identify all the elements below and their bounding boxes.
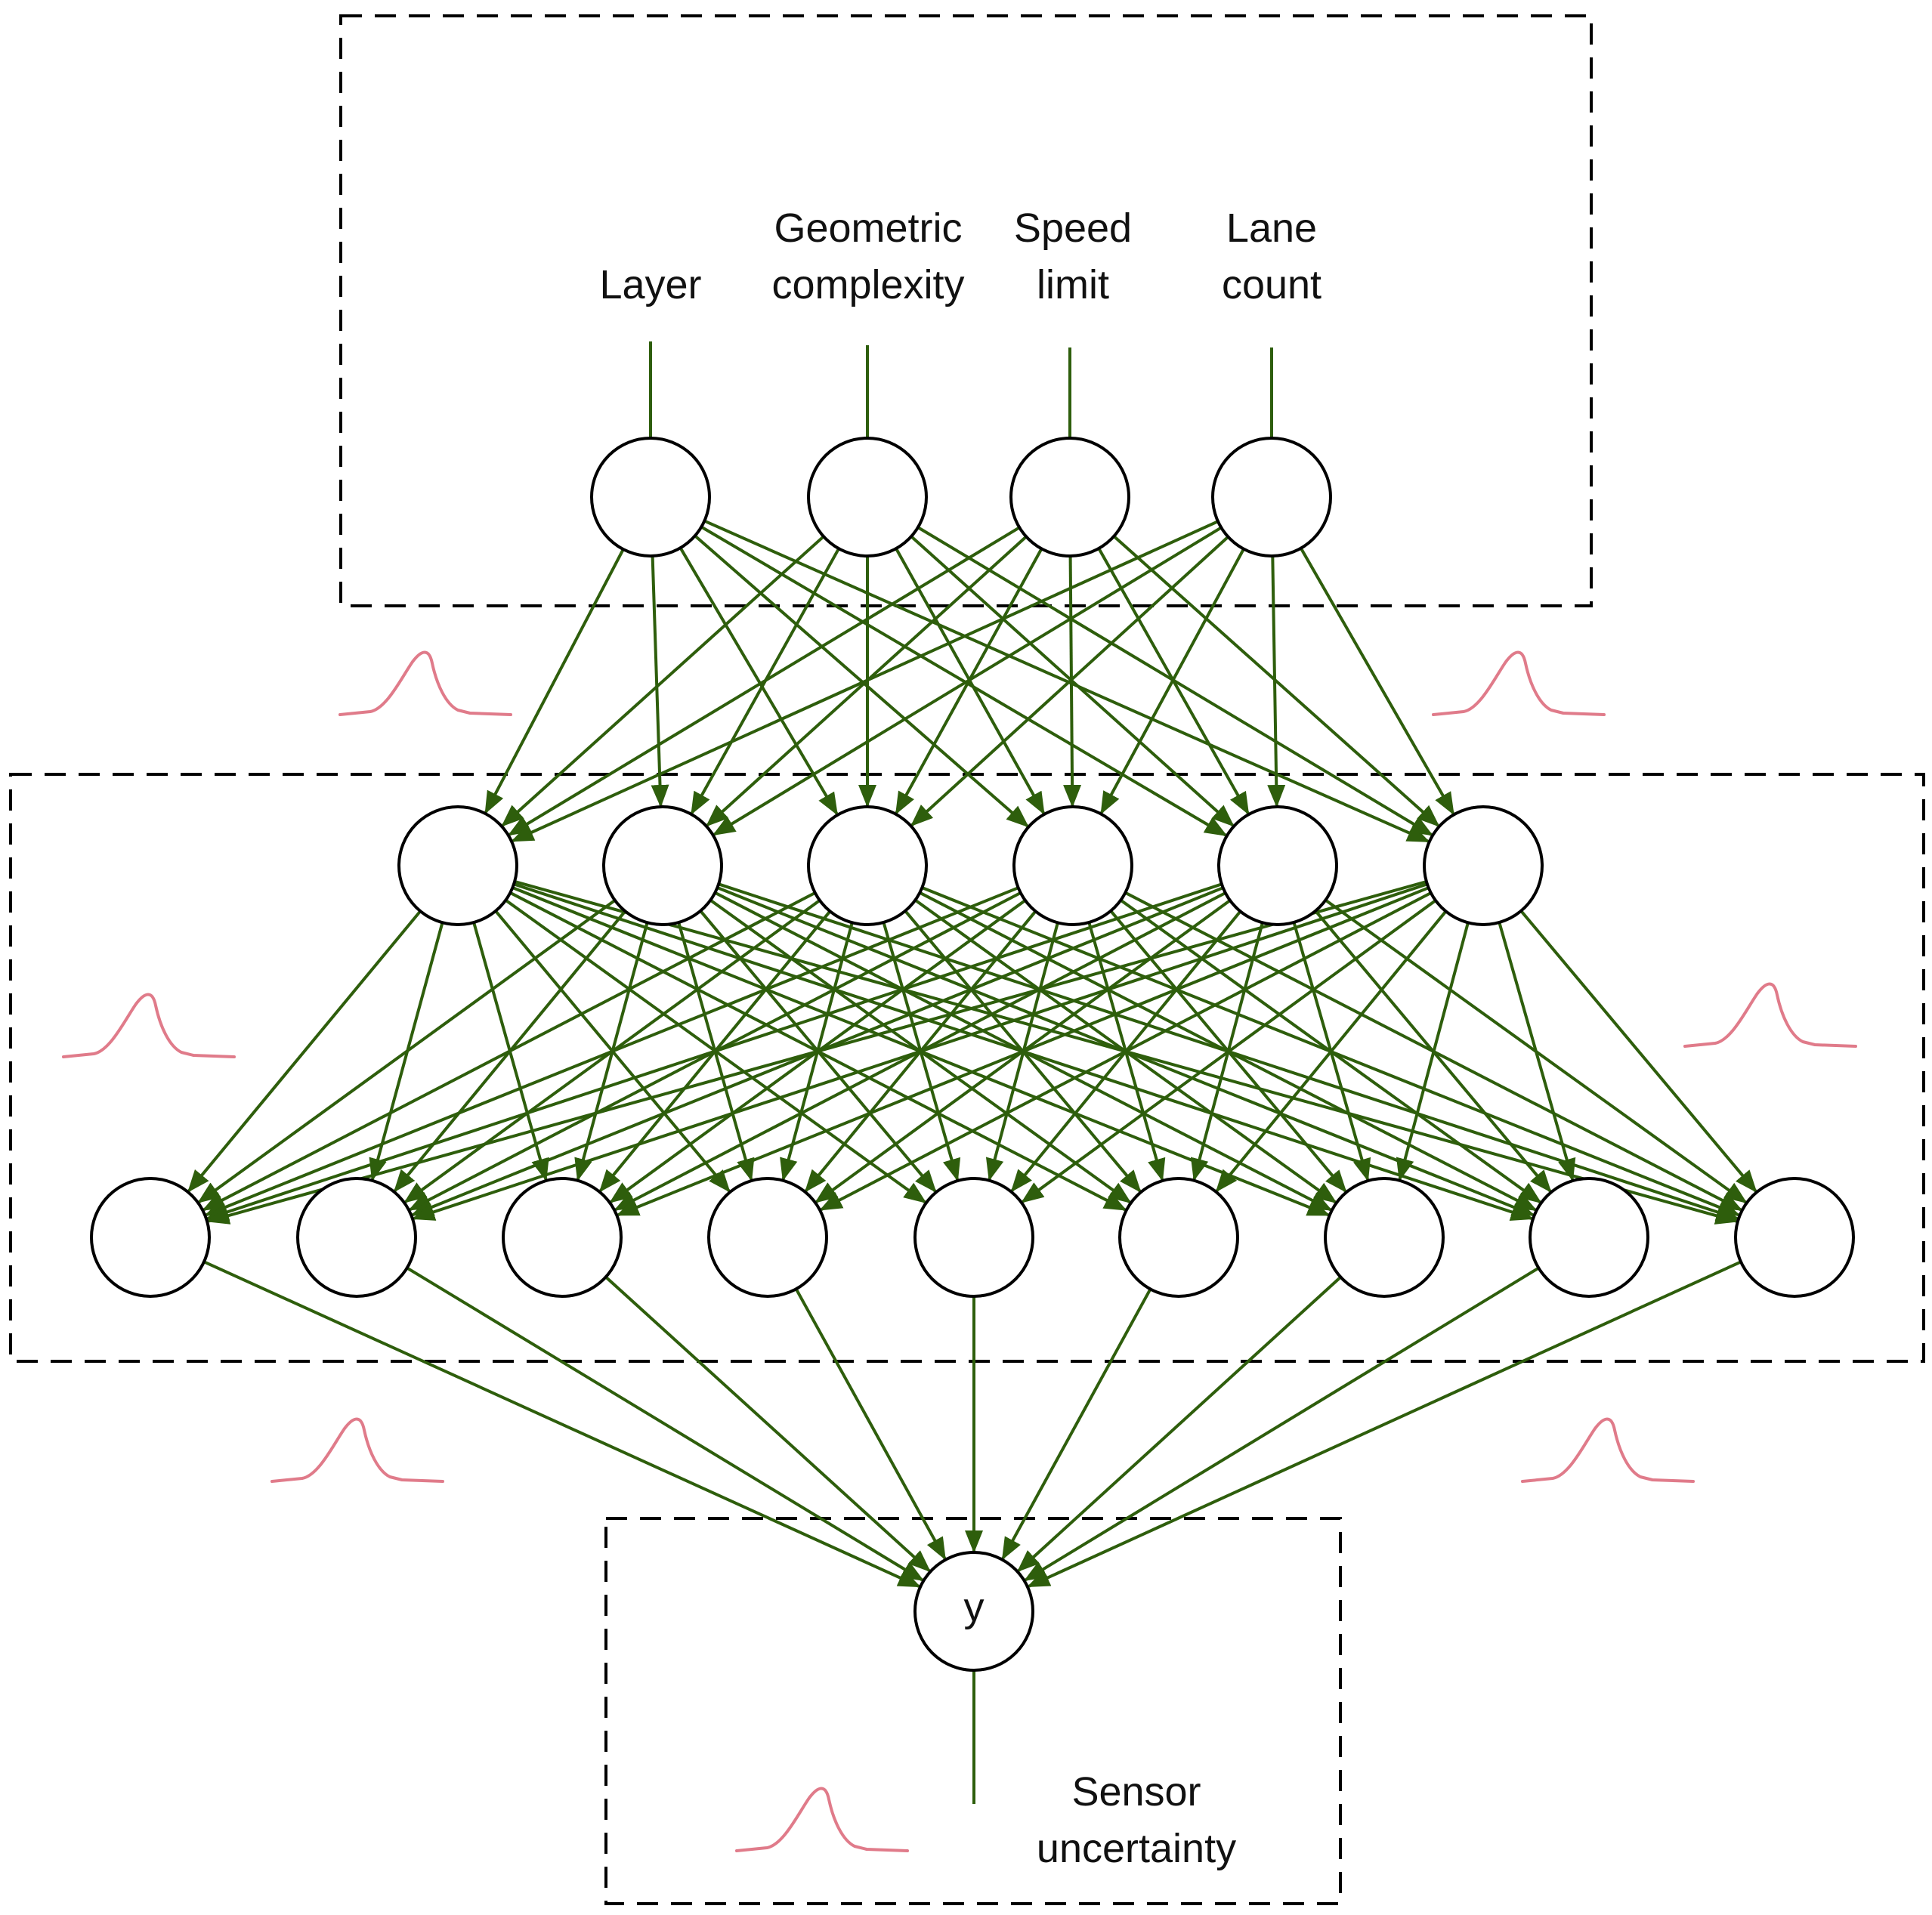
- input-stems: [649, 341, 1273, 1804]
- output-labels: Sensor uncertainty: [1037, 1769, 1236, 1871]
- distribution-curve-5: [1521, 1417, 1695, 1483]
- hidden1-node-4: [1217, 805, 1338, 926]
- edge-hidden1-3-to-hidden2-0: [204, 886, 1019, 1216]
- hidden2-node-1: [296, 1177, 417, 1298]
- input-label-geometric-line1: Geometric: [774, 205, 962, 251]
- output-label-line2: uncertainty: [1037, 1826, 1236, 1871]
- distribution-curve-6: [735, 1787, 909, 1852]
- edge-hidden1-2-to-hidden2-0: [202, 891, 816, 1211]
- hidden1-node-0: [397, 805, 518, 926]
- distribution-curve-2: [62, 993, 236, 1058]
- input-label-speed-line2: limit: [1037, 262, 1109, 307]
- edge-hidden2-1-to-output: [406, 1266, 925, 1582]
- edge-hidden1-1-to-hidden2-0: [197, 899, 617, 1203]
- hidden2-node-6: [1324, 1177, 1445, 1298]
- edge-input-2-to-hidden1-0: [507, 526, 1021, 836]
- edge-input-0-to-hidden1-3: [694, 534, 1029, 828]
- hidden2-node-8: [1734, 1177, 1855, 1298]
- edge-input-1-to-hidden1-0: [501, 535, 825, 827]
- hidden2-node-7: [1529, 1177, 1649, 1298]
- edge-hidden1-4-to-hidden2-0: [206, 882, 1223, 1221]
- edge-hidden2-7-to-output: [1023, 1266, 1540, 1582]
- hidden2-node-2: [502, 1177, 623, 1298]
- edge-input-0-to-hidden1-4: [700, 525, 1228, 837]
- edge-hidden1-5-to-hidden2-5: [1215, 910, 1448, 1193]
- hidden1-node-1: [602, 805, 723, 926]
- edge-input-0-to-hidden1-2: [679, 547, 839, 816]
- edge-hidden1-5-to-hidden2-0: [206, 880, 1427, 1225]
- network-nodes: [90, 437, 1855, 1672]
- connection-edges: [187, 519, 1757, 1588]
- hidden1-node-5: [1423, 805, 1544, 926]
- input-node-1: [807, 437, 928, 558]
- distribution-curve-3: [1683, 982, 1857, 1048]
- distribution-curve-1: [1432, 650, 1606, 716]
- hidden2-node-5: [1118, 1177, 1239, 1298]
- hidden1-node-3: [1012, 805, 1133, 926]
- edge-input-3-to-hidden1-0: [511, 520, 1219, 842]
- output-node-label: y: [964, 1585, 985, 1630]
- edge-hidden2-2-to-output: [604, 1275, 932, 1573]
- input-node-2: [1009, 437, 1130, 558]
- distribution-curve-4: [270, 1417, 444, 1483]
- input-labels: Layer Geometric complexity Speed limit L…: [599, 205, 1321, 307]
- output-layer-frame: [604, 1517, 1342, 1905]
- edge-input-0-to-hidden1-0: [484, 548, 625, 814]
- edge-hidden1-5-to-hidden2-8: [1519, 910, 1757, 1194]
- edge-input-3-to-hidden1-2: [910, 536, 1229, 827]
- output-label-line1: Sensor: [1071, 1769, 1201, 1815]
- edge-hidden1-5-to-hidden2-4: [1021, 899, 1437, 1203]
- input-node-3: [1211, 437, 1332, 558]
- edge-hidden2-8-to-output: [1027, 1260, 1742, 1588]
- edge-hidden1-5-to-hidden2-1: [412, 882, 1428, 1221]
- edge-hidden2-0-to-output: [203, 1260, 921, 1588]
- input-label-geometric-line2: complexity: [771, 262, 964, 307]
- hidden2-node-0: [90, 1177, 211, 1298]
- edge-input-0-to-hidden1-5: [703, 519, 1430, 843]
- edge-hidden1-5-to-hidden2-3: [819, 891, 1432, 1211]
- edge-hidden1-0-to-hidden2-0: [187, 910, 422, 1193]
- input-node-0: [590, 437, 711, 558]
- edge-input-3-to-hidden1-1: [712, 526, 1223, 836]
- input-label-layer: Layer: [599, 262, 701, 307]
- input-label-lane-line2: count: [1222, 262, 1321, 307]
- hidden2-node-4: [913, 1177, 1034, 1298]
- hidden2-node-3: [707, 1177, 828, 1298]
- edge-hidden2-3-to-output: [794, 1288, 947, 1561]
- edge-hidden1-5-to-hidden2-7: [1498, 922, 1576, 1181]
- edge-input-3-to-hidden1-4: [1267, 555, 1286, 808]
- edge-hidden1-5-to-hidden2-6: [1396, 922, 1470, 1181]
- edge-hidden2-5-to-output: [1001, 1288, 1152, 1561]
- edge-input-3-to-hidden1-3: [1100, 548, 1245, 815]
- edge-input-0-to-hidden1-1: [651, 555, 669, 808]
- output-node: [913, 1551, 1034, 1672]
- weight-distribution-glyphs: [62, 650, 1857, 1852]
- edge-input-3-to-hidden1-5: [1300, 547, 1454, 816]
- distribution-curve-0: [338, 650, 512, 716]
- input-layer-frame: [339, 14, 1593, 607]
- input-label-speed-line1: Speed: [1014, 205, 1132, 251]
- edge-hidden2-6-to-output: [1016, 1276, 1342, 1573]
- edge-hidden1-5-to-hidden2-2: [616, 886, 1430, 1216]
- input-label-lane-line1: Lane: [1226, 205, 1317, 251]
- hidden1-node-2: [807, 805, 928, 926]
